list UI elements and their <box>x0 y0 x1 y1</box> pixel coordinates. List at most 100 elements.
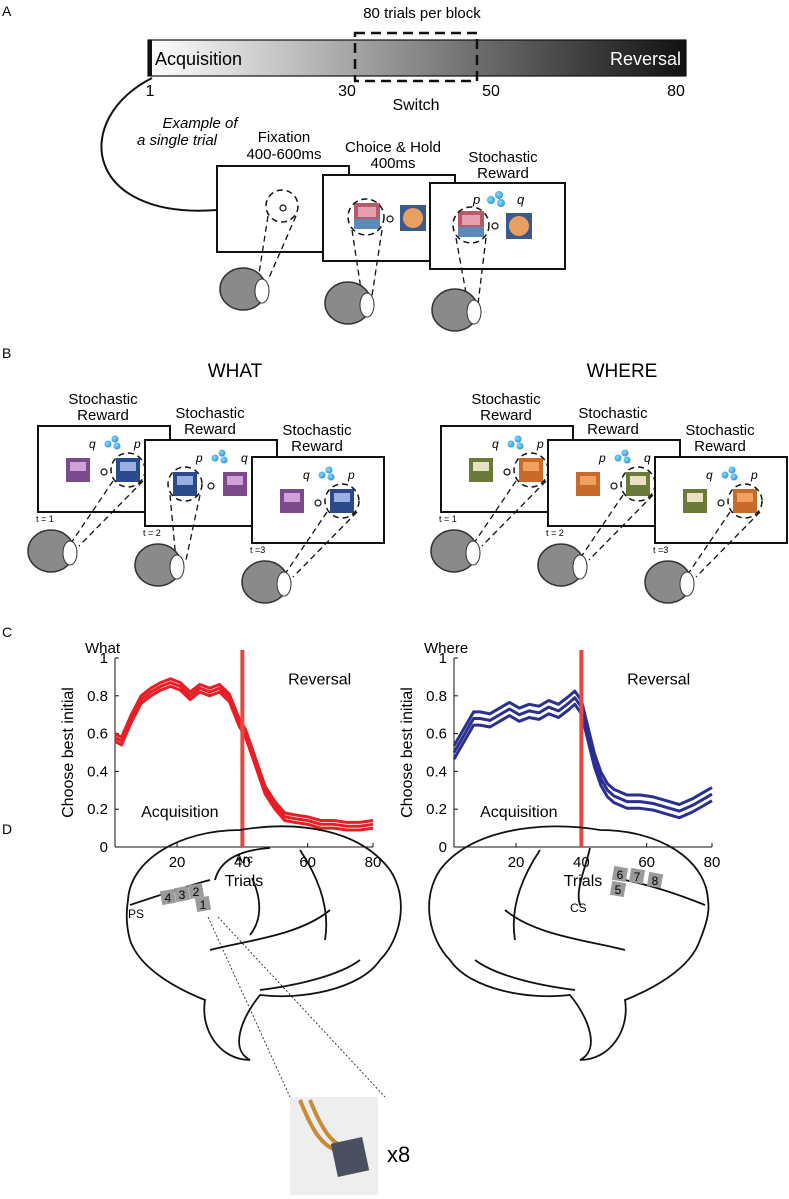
option-letter: p <box>347 468 355 482</box>
electrode-array <box>628 867 646 885</box>
monkey-icon <box>537 543 588 587</box>
ellipse <box>359 292 375 318</box>
stochastic-label: Stochastic <box>471 391 541 408</box>
gaze-line <box>588 494 654 561</box>
gaze-line <box>292 511 358 578</box>
acquisition-label: Acquisition <box>480 804 557 821</box>
acquisition-label: Acquisition <box>141 804 218 821</box>
monkey-icon <box>134 543 185 587</box>
example-line-1: Example of <box>162 115 239 132</box>
series-line-band <box>452 702 713 820</box>
choice-line-2: 400ms <box>370 155 415 172</box>
shape <box>330 1137 370 1177</box>
shape <box>462 215 480 225</box>
reward-label: Reward <box>291 438 343 455</box>
x-tick-label: 80 <box>365 854 382 871</box>
fixation-line-1: Fixation <box>258 129 311 146</box>
gaze-line <box>68 480 114 547</box>
line <box>217 916 386 1098</box>
chart-title: Where <box>424 640 468 657</box>
switch-label: Switch <box>392 97 439 114</box>
what-title: WHAT <box>208 361 263 382</box>
option-letter: p <box>598 451 606 465</box>
bar-start-marker <box>148 40 152 76</box>
fixation-point <box>207 482 215 490</box>
tick-1: 1 <box>146 83 155 100</box>
trial-connector-curve <box>100 77 218 212</box>
option-letter: p <box>750 468 758 482</box>
shape <box>354 219 380 229</box>
stochastic-label: Stochastic <box>685 422 755 439</box>
panel-a: 80 trials per block Acquisition Reversal… <box>100 5 687 332</box>
tick-80: 80 <box>667 83 685 100</box>
tick-50: 50 <box>482 83 500 100</box>
x-tick-label: 60 <box>638 854 655 871</box>
path <box>504 909 626 951</box>
path <box>214 847 271 881</box>
gaze-window <box>727 483 763 519</box>
option-letter: q <box>644 451 651 465</box>
series-line-band <box>114 684 374 832</box>
reward-label: Reward <box>77 407 129 424</box>
electrode-array <box>194 895 212 913</box>
y-tick-label: 0.4 <box>87 763 108 780</box>
gaze-line <box>477 237 487 305</box>
electrode-array-label: 8 <box>652 874 659 888</box>
option-letter: q <box>89 437 96 451</box>
panel-b: WHAT WHERE <box>208 361 658 382</box>
series-line-band <box>114 677 374 824</box>
monkey-icon <box>219 267 270 311</box>
electrode-array-label: 2 <box>193 885 200 899</box>
gaze-line <box>282 511 328 578</box>
gaze-window <box>324 483 360 519</box>
gaze-window <box>167 466 203 502</box>
reward-line-1: Stochastic <box>468 149 538 166</box>
path <box>125 825 402 1061</box>
path <box>259 959 361 991</box>
time-step-label: t = 2 <box>143 528 161 538</box>
fixation-point <box>503 468 511 476</box>
circle <box>495 191 503 199</box>
gaze-line <box>371 229 383 297</box>
water-drops-icon <box>721 466 738 481</box>
electrode-array <box>173 885 191 903</box>
acquisition-label: Acquisition <box>155 49 242 69</box>
water-drops-icon <box>104 435 121 450</box>
circle <box>509 216 529 236</box>
fixation-point <box>279 204 287 212</box>
series-line-band <box>452 689 713 806</box>
monkey-icon <box>241 560 292 604</box>
panel-letter-c: C <box>2 624 12 640</box>
electrode-array <box>611 865 629 883</box>
array-count-label: x8 <box>387 1142 410 1167</box>
reversal-label: Reversal <box>610 49 681 69</box>
y-tick-label: 0.8 <box>87 688 108 705</box>
time-step-label: t = 2 <box>546 528 564 538</box>
monkey-icon <box>430 529 481 573</box>
reward-label: Reward <box>694 438 746 455</box>
path <box>474 959 576 991</box>
shape <box>358 207 376 217</box>
gaze-line <box>257 215 269 281</box>
x-tick-label: 40 <box>234 854 251 871</box>
time-step-label: t = 1 <box>36 514 54 524</box>
x-tick-label: 20 <box>169 854 186 871</box>
electrode-array <box>646 871 664 889</box>
series-line-mean <box>452 696 713 813</box>
electrode-array-label: 4 <box>165 891 172 905</box>
right-brain <box>428 825 710 1061</box>
y-tick-label: 0.2 <box>87 801 108 818</box>
stochastic-label: Stochastic <box>175 405 245 422</box>
example-line-2: a single trial <box>137 132 218 149</box>
x-tick-label: 80 <box>704 854 721 871</box>
gaze-line <box>267 215 297 281</box>
gaze-window-fixation <box>265 189 299 223</box>
path <box>577 847 591 906</box>
electrode-array-label: 7 <box>634 870 641 884</box>
cs-label: CS <box>570 901 587 915</box>
ellipse <box>254 278 270 304</box>
gaze-line <box>578 494 624 561</box>
left-brain <box>125 825 402 1061</box>
y-axis-label: Choose best initial <box>399 687 416 818</box>
